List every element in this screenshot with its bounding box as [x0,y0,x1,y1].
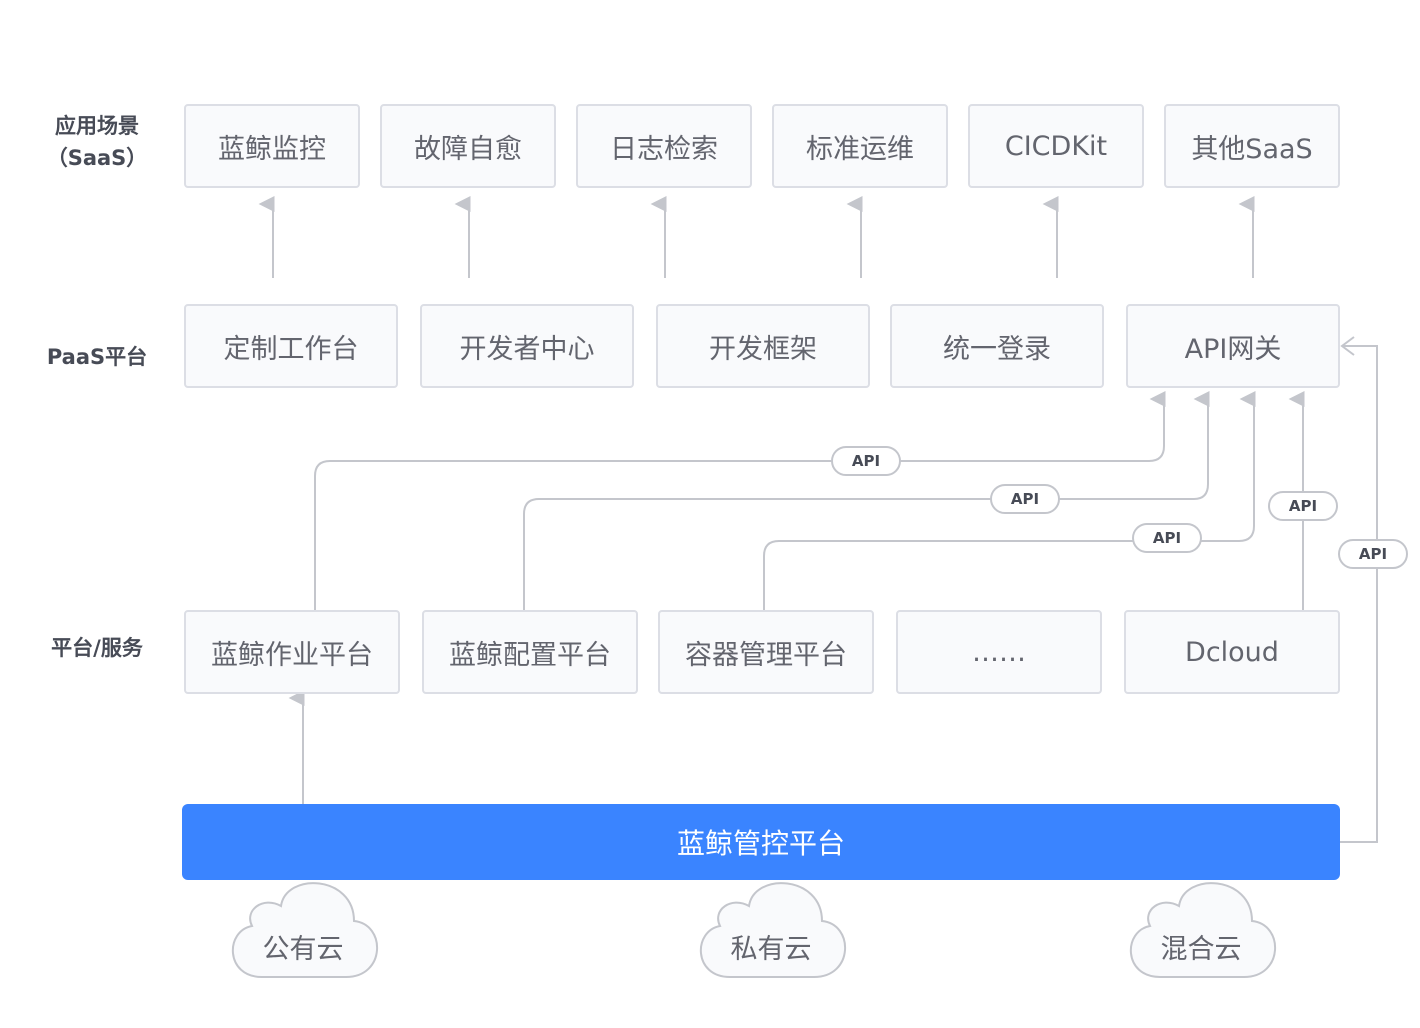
connector-job-platform [314,391,1166,611]
paas-to-saas-arrows [258,196,1255,278]
row-label-saas: 应用场景 （SaaS） [30,110,164,174]
cloud-shape-private [699,882,846,978]
row-label-platform: 平台/服务 [51,636,143,660]
cloud-shapes [231,882,1276,978]
api-pill-control: API [1338,539,1408,569]
saas-item-monitor[interactable]: 蓝鲸监控 [184,104,360,188]
cloud-label-public: 公有云 [262,934,344,965]
platform-item-dcloud[interactable]: Dcloud [1124,610,1340,694]
row-label-saas-line1: 应用场景 [55,114,139,138]
platform-item-job[interactable]: 蓝鲸作业平台 [184,610,400,694]
saas-item-self-healing[interactable]: 故障自愈 [380,104,556,188]
api-pill-config: API [990,484,1060,514]
connector-control-platform [1340,345,1378,843]
connector-config-platform [523,391,1210,611]
paas-item-workbench[interactable]: 定制工作台 [184,304,398,388]
api-pill-dcloud: API [1268,491,1338,521]
platform-item-more[interactable]: …… [896,610,1102,694]
paas-item-developer-center[interactable]: 开发者中心 [420,304,634,388]
cloud-shape-hybrid [1129,882,1276,978]
control-platform-bar[interactable]: 蓝鲸管控平台 [182,804,1340,880]
cloud-label-hybrid: 混合云 [1160,934,1242,965]
platform-item-container[interactable]: 容器管理平台 [658,610,874,694]
row-label-saas-line2: （SaaS） [46,146,148,170]
open-arrowhead-api-gateway [1340,336,1355,356]
api-pill-job: API [831,446,901,476]
cloud-label-private: 私有云 [730,934,812,965]
cloud-shape-public [231,882,378,978]
saas-item-standard-ops[interactable]: 标准运维 [772,104,948,188]
api-connectors [314,336,1378,843]
saas-item-log-search[interactable]: 日志检索 [576,104,752,188]
paas-item-unified-login[interactable]: 统一登录 [890,304,1104,388]
platform-item-config[interactable]: 蓝鲸配置平台 [422,610,638,694]
saas-item-cicdkit[interactable]: CICDKit [968,104,1144,188]
api-pill-container: API [1132,523,1202,553]
saas-item-other-saas[interactable]: 其他SaaS [1164,104,1340,188]
paas-item-dev-framework[interactable]: 开发框架 [656,304,870,388]
row-label-paas: PaaS平台 [46,345,148,369]
paas-item-api-gateway[interactable]: API网关 [1126,304,1340,388]
connector-container-platform [763,391,1256,611]
